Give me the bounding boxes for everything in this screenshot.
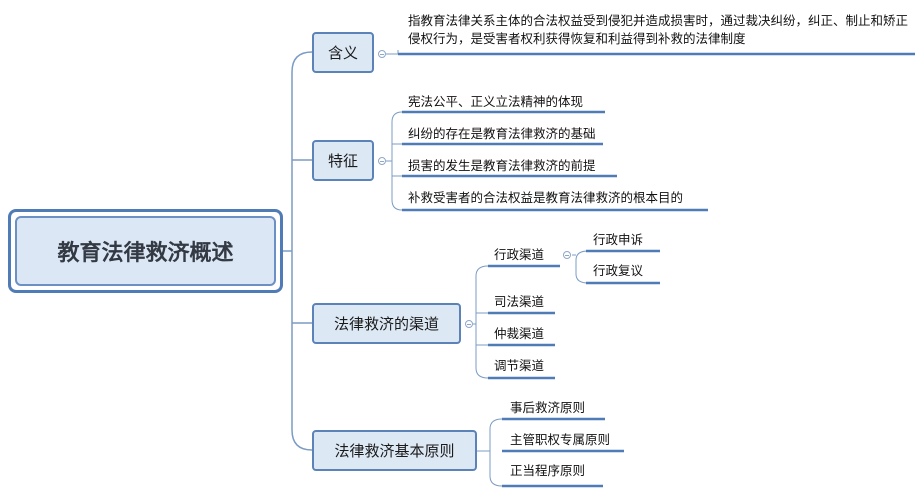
feature-item[interactable]: 宪法公平、正义立法精神的体现 [408,94,584,109]
meaning-definition: 指教育法律关系主体的合法权益受到侵犯并造成损害时，通过裁决纠纷，纠正、制止和矫正… [408,13,909,46]
collapse-icon[interactable] [465,320,473,328]
channel-subitem[interactable]: 行政申诉 [593,232,644,247]
feature-item[interactable]: 补救受害者的合法权益是教育法律救济的根本目的 [408,190,684,205]
channel-item[interactable]: 行政渠道 [494,247,545,262]
branch-features[interactable]: 特征 [312,140,374,181]
branch-features-label: 特征 [327,152,358,170]
collapse-icon[interactable] [378,50,386,58]
principle-item[interactable]: 事后救济原则 [510,400,586,415]
channel-item[interactable]: 仲裁渠道 [494,326,545,341]
branch-meaning[interactable]: 含义 [312,32,374,73]
branch-principles[interactable]: 法律救济基本原则 [312,430,477,471]
root-trunk [291,51,313,451]
meaning-connector [386,50,399,55]
channel-item[interactable]: 调节渠道 [494,358,545,373]
root-topic[interactable]: 教育法律救济概述 [8,209,283,293]
branch-channels[interactable]: 法律救济的渠道 [312,303,461,344]
collapse-icon[interactable] [378,157,386,165]
branch-principles-label: 法律救济基本原则 [334,442,455,460]
channel-item[interactable]: 司法渠道 [494,294,545,309]
feature-item[interactable]: 损害的发生是教育法律救济的前提 [408,158,596,173]
feature-item[interactable]: 纠纷的存在是教育法律救济的基础 [408,126,596,141]
channels-bracket [475,265,489,379]
collapse-icon[interactable] [563,251,571,259]
principle-item[interactable]: 正当程序原则 [510,463,586,478]
branch-channels-label: 法律救济的渠道 [333,315,439,333]
branch-meaning-label: 含义 [327,44,358,62]
features-bracket [391,111,403,211]
admin-bracket [575,250,589,284]
principle-item[interactable]: 主管职权专属原则 [510,432,611,447]
root-topic-label: 教育法律救济概述 [15,216,276,286]
channel-subitem[interactable]: 行政复议 [593,263,644,278]
principles-bracket [489,418,503,487]
